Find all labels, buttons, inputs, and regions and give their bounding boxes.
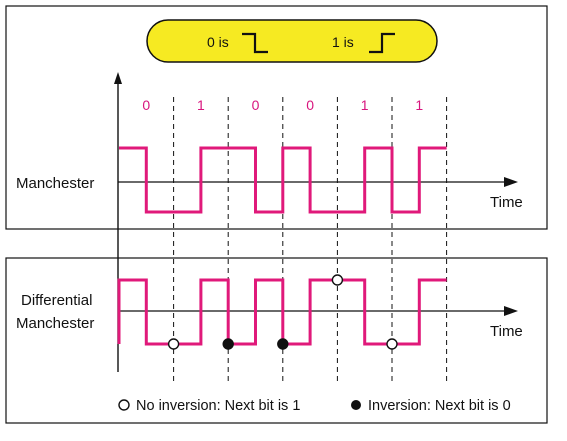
manchester-axis-label: Time xyxy=(490,194,523,211)
y-axis-arrowhead xyxy=(114,72,122,84)
marker-key: No inversion: Next bit is 1 Inversion: N… xyxy=(118,398,511,414)
no-inversion-marker xyxy=(167,338,180,350)
legend-zero-symbol xyxy=(242,32,268,54)
legend-one-symbol xyxy=(369,32,395,54)
bit-label: 0 xyxy=(142,97,150,113)
manchester-waveform xyxy=(119,146,447,214)
legend-zero-label: 0 is xyxy=(207,34,229,50)
bit-label: 1 xyxy=(361,97,369,113)
bit-label: 0 xyxy=(306,97,314,113)
inversion-text: Inversion: Next bit is 0 xyxy=(368,398,511,414)
bit-labels: 0 1 0 0 1 1 xyxy=(142,97,423,113)
differential-axis-label: Time xyxy=(490,323,523,340)
manchester-row-label: Manchester xyxy=(16,175,94,192)
inversion-marker xyxy=(351,400,361,410)
no-inversion-marker xyxy=(331,274,344,286)
inversion-marker xyxy=(277,338,289,350)
differential-waveform xyxy=(117,278,447,346)
differential-panel xyxy=(5,257,548,424)
inversion-marker xyxy=(222,338,234,350)
differential-row-label-line2: Manchester xyxy=(16,315,94,332)
legend-one-label: 1 is xyxy=(332,34,354,50)
bit-label: 1 xyxy=(415,97,423,113)
bit-label: 1 xyxy=(197,97,205,113)
no-inversion-text: No inversion: Next bit is 1 xyxy=(136,398,300,414)
manchester-time-arrowhead xyxy=(504,177,518,187)
manchester-panel xyxy=(5,5,548,230)
differential-time-arrowhead xyxy=(504,306,518,316)
encoding-legend: 0 is 1 is xyxy=(146,19,438,63)
no-inversion-marker xyxy=(386,338,398,350)
bit-label: 0 xyxy=(252,97,260,113)
no-inversion-marker xyxy=(118,399,130,411)
transition-markers xyxy=(167,274,398,350)
legend-pill xyxy=(146,19,438,63)
differential-row-label-line1: Differential xyxy=(21,292,92,309)
